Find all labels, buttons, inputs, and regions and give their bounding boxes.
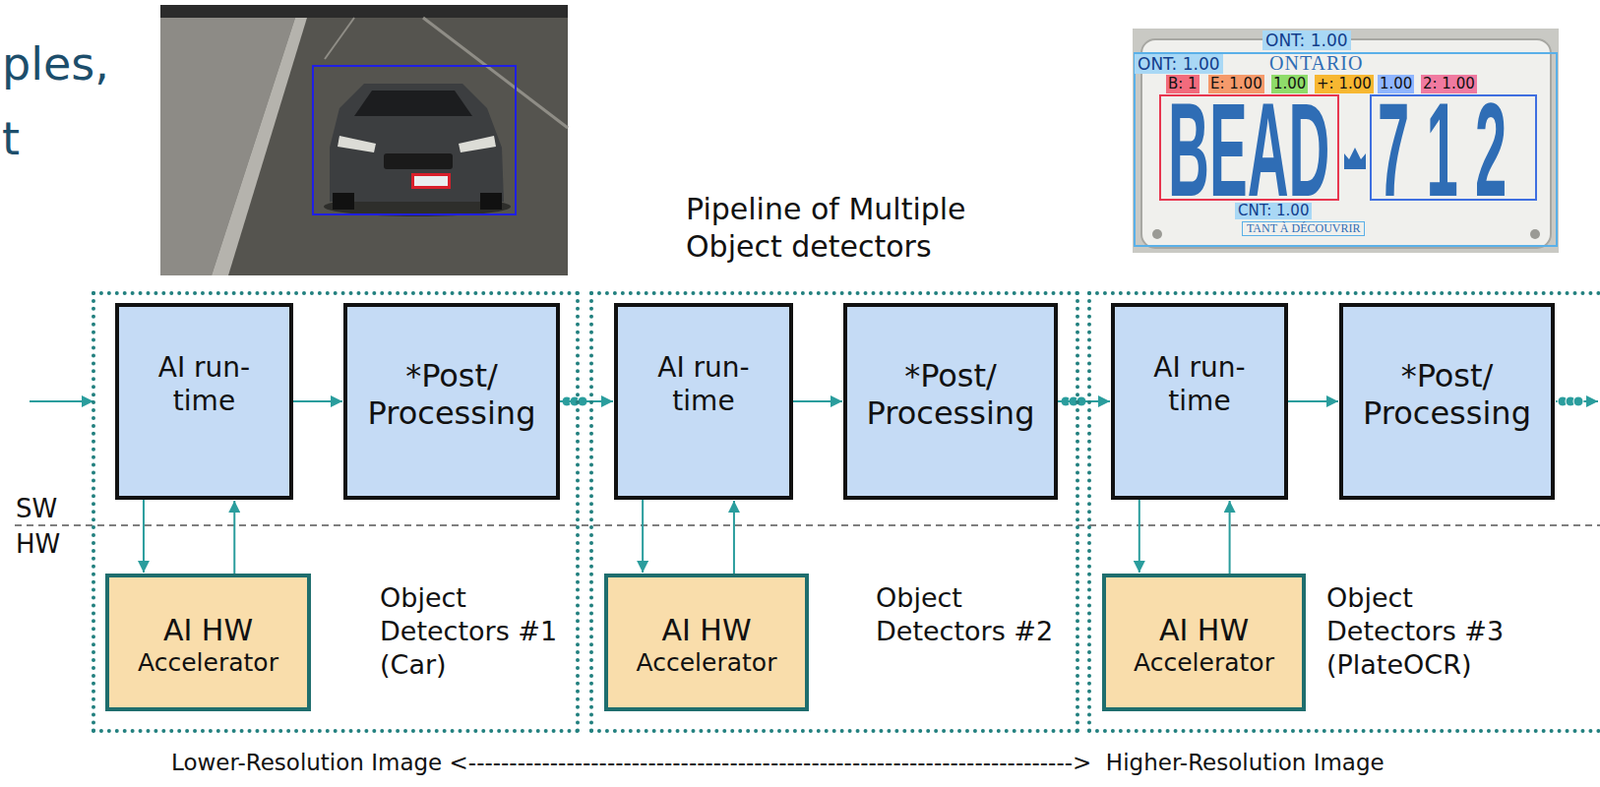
- car-wheel: [332, 192, 355, 210]
- car-headlight: [458, 135, 496, 153]
- input-arrow: [29, 400, 94, 403]
- flow-arrow: [1288, 400, 1339, 403]
- flow-arrow: [233, 500, 236, 574]
- flow-arrow: [641, 499, 644, 573]
- curb: [211, 17, 308, 276]
- postprocessing-box: *Post/ Processing: [343, 303, 560, 500]
- flow-arrow: [793, 400, 843, 403]
- stage-label: Object Detectors #1 (Car): [379, 581, 577, 681]
- crown-symbol: [1344, 147, 1366, 170]
- box-title: AI run-time: [140, 351, 269, 418]
- runtime-box: AI run-time: [614, 303, 794, 500]
- runtime-box: AI run-time: [1110, 303, 1289, 500]
- postprocessing-box: *Post/ Processing: [843, 303, 1058, 500]
- box-title: AI HW: [115, 613, 303, 649]
- window-titlebar: [160, 4, 568, 18]
- accelerator-box: AI HWAccelerator: [105, 573, 311, 712]
- queue-symbol: [1557, 396, 1584, 407]
- plate-characters: BEAD: [1168, 83, 1330, 217]
- slide-text-fragment: ples,: [1, 37, 110, 92]
- photo-ground: [160, 4, 568, 276]
- box-title: AI HW: [1110, 613, 1298, 649]
- plate-slogan: TANT À DÉCOUVRIR: [1241, 221, 1365, 237]
- accelerator-box: AI HWAccelerator: [604, 573, 809, 712]
- plate-bounding-box: [1134, 53, 1557, 247]
- accelerator-box: AI HWAccelerator: [1102, 573, 1306, 712]
- box-title: *Post/ Processing: [857, 357, 1045, 433]
- car-wheel: [480, 192, 502, 210]
- car-plate-box: [411, 173, 451, 189]
- flow-arrow: [733, 500, 736, 574]
- plate-photo: [1132, 28, 1559, 253]
- flow-arrow: [559, 400, 614, 403]
- pipeline-caption: Pipeline of Multiple Object detectors: [685, 190, 1060, 265]
- box-title: *Post/ Processing: [358, 357, 546, 433]
- slide-text-fragment: t: [1, 112, 20, 167]
- car-body: [329, 83, 504, 202]
- stage-label: Object Detectors #3 (PlateOCR): [1326, 581, 1524, 681]
- postprocessing-box: *Post/ Processing: [1339, 303, 1555, 500]
- lane-line: [324, 17, 355, 60]
- flow-arrow: [1229, 500, 1231, 574]
- detection-tag: ONT: 1.00: [1134, 54, 1224, 74]
- box-title: AI run-time: [1135, 351, 1264, 418]
- resolution-axis: Lower-Resolution Image <----------------…: [171, 749, 1385, 778]
- detection-tag: CNT: 1.00: [1234, 202, 1312, 220]
- layer-label: SW: [15, 494, 58, 524]
- car-bounding-box: [312, 65, 516, 215]
- detector-stage: Object Detectors #1 (Car) AI run-time *Pos…: [91, 291, 580, 734]
- queue-dot: [1573, 396, 1584, 407]
- flow-arrow: [1057, 400, 1110, 403]
- detection-tag: ONT: 1.00: [1262, 30, 1352, 51]
- car-windshield: [354, 90, 473, 117]
- flow-arrow: [1138, 499, 1141, 573]
- car-headlight: [337, 135, 376, 153]
- car-grille: [383, 153, 453, 170]
- car-photo: [160, 4, 568, 276]
- flow-arrow: [142, 499, 145, 573]
- plate-text: ONTARIO: [1269, 53, 1363, 73]
- flow-arrow: [293, 400, 343, 403]
- plate-bolt: [1152, 229, 1163, 240]
- runtime-box: AI run-time: [115, 303, 294, 500]
- plate-characters: 712: [1377, 83, 1524, 217]
- detector-stage: Object Detectors #3 (PlateOCR) AI run-tim…: [1087, 291, 1600, 734]
- sw-hw-divider: [14, 524, 1600, 527]
- detector-stage: Object Detectors #2 AI run-time *Post/ Pro…: [589, 291, 1080, 734]
- layer-label: HW: [15, 530, 61, 559]
- photo-ground: [1132, 28, 1559, 253]
- box-subtitle: Accelerator: [115, 648, 303, 678]
- box-subtitle: Accelerator: [1110, 648, 1298, 678]
- box-title: *Post/ Processing: [1353, 357, 1541, 433]
- box-subtitle: Accelerator: [613, 648, 800, 678]
- car-plate: [414, 176, 448, 186]
- box-title: AI run-time: [639, 351, 768, 418]
- box-title: AI HW: [613, 613, 800, 649]
- stage-label: Object Detectors #2: [875, 581, 1073, 649]
- plate-bolt: [1530, 229, 1540, 240]
